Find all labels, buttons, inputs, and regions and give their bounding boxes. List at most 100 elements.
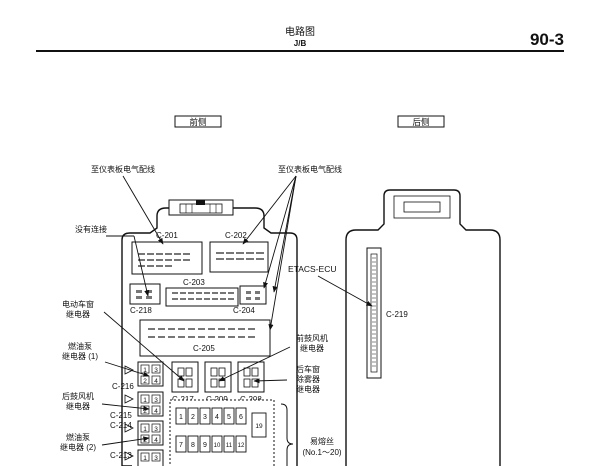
fuse-number: 7 [179,442,183,449]
svg-text:4: 4 [154,437,158,444]
rear-blower-relay-label-1: 后鼓风机 [62,391,94,401]
fuse-number: 9 [203,442,207,449]
fuse-number: 4 [215,414,219,421]
relay-c213: 1 3 [137,449,164,466]
rear-section-tag: 后侧 [397,115,445,128]
c204-label: C-204 [233,306,255,315]
connector-c201 [131,241,203,275]
svg-text:前侧: 前侧 [189,117,206,127]
svg-text:3: 3 [154,426,158,433]
svg-text:3: 3 [154,455,158,462]
fuse-number: 12 [238,443,245,449]
fuse-number: 5 [227,414,231,421]
relay-c214: 1 3 2 4 [137,420,164,446]
svg-text:后侧: 后侧 [412,117,429,127]
c213-pointer-icon [124,451,134,461]
svg-text:4: 4 [154,378,158,385]
c215-pointer-icon [124,394,134,404]
connector-c202 [209,241,269,273]
fuse-slot [175,407,187,425]
connector-c218 [129,283,161,305]
svg-text:4: 4 [154,408,158,415]
rear-blower-relay-label-2: 继电器 [66,401,90,411]
connector-c204 [239,285,267,305]
etacs-ecu-label: ETACS-ECU [288,264,337,274]
fuse-row-2: 7 8 9 10 11 12 [175,435,247,453]
c209-label: C-209 [206,395,228,404]
fuel-pump-relay2-label-2: 继电器 (2) [60,442,96,452]
header-title: 电路图 [285,27,315,38]
rear-defogger-relay-label-1: 后车窗 [296,364,320,374]
fuse-number: 1 [179,414,183,421]
relay-c208 [237,361,265,393]
header-rule [36,50,564,52]
svg-text:1: 1 [143,426,147,433]
c219-label: C-219 [386,310,408,319]
fuse-number: 8 [191,442,195,449]
relay-c217 [171,361,199,393]
relay-c215: 1 3 2 4 [137,391,164,417]
fuel-pump-relay2-label-1: 燃油泵 [66,432,90,442]
fuse-slot [187,435,199,453]
c214-label: C-214 [110,421,132,430]
fuse-slot [223,407,235,425]
fuse-number: 6 [239,414,243,421]
svg-text:2: 2 [143,378,147,385]
fuel-pump-relay1-label-1: 燃油泵 [68,341,92,351]
fuse-number: 11 [226,443,233,449]
fuse-row-1: 1 2 3 4 5 6 [175,407,247,425]
front-blower-relay-label-2: 继电器 [300,343,324,353]
fuse-slot [211,435,223,453]
fusible-brace [280,403,294,466]
connector-c219 [366,247,382,379]
not-connected-label: 没有连接 [75,224,107,234]
connector-c203 [165,287,239,307]
fuse-slot [235,407,247,425]
rear-jb-clip [393,195,451,219]
c201-label: C-201 [156,231,178,240]
svg-text:1: 1 [143,455,147,462]
etacs-leader [317,275,373,307]
fuse-number: 2 [191,414,195,421]
svg-text:3: 3 [154,367,158,374]
c218-label: C-218 [130,306,152,315]
rear-defogger-relay-label-2: 除雾器 [296,374,320,384]
fusible-label-1: 易熔丝 [310,436,334,446]
svg-text:2: 2 [143,408,147,415]
fuse-slot [211,407,223,425]
svg-text:1: 1 [143,397,147,404]
fuse-number: 10 [214,443,221,449]
ip-harness-label-left: 至仪表板电气配线 [91,164,155,174]
c216-label: C-216 [112,382,134,391]
fuse-slot [199,407,211,425]
fusible-label-2: (No.1～20) [302,448,341,457]
rear-defogger-relay-label-3: 继电器 [296,384,320,394]
leader-lines [101,175,297,446]
header-subtitle: J/B [293,39,307,48]
power-window-relay-label-1: 电动车窗 [62,299,94,309]
c213-label: C-213 [110,451,132,460]
power-window-relay-label-2: 继电器 [66,309,90,319]
c205-label: C-205 [193,344,215,353]
c202-label: C-202 [225,231,247,240]
fuse-slot [199,435,211,453]
fuse-slot [175,435,187,453]
connector-c205 [139,319,271,357]
rear-jb-outline [345,189,501,466]
front-jb-clip [168,199,234,216]
svg-text:1: 1 [143,367,147,374]
fuse-slot [223,435,235,453]
c215-label: C-215 [110,411,132,420]
fuse-slot [187,407,199,425]
svg-text:19: 19 [255,423,263,430]
ip-harness-label-right: 至仪表板电气配线 [278,164,342,174]
c214-pointer-icon [124,423,134,433]
c203-label: C-203 [183,278,205,287]
front-blower-relay-label-1: 前鼓风机 [296,333,328,343]
fuse-number: 3 [203,414,207,421]
fuse-slot [235,435,247,453]
fuel-pump-relay1-label-2: 继电器 (1) [62,351,98,361]
page-number: 90-3 [529,30,564,49]
fuse-19: 19 [251,412,267,438]
